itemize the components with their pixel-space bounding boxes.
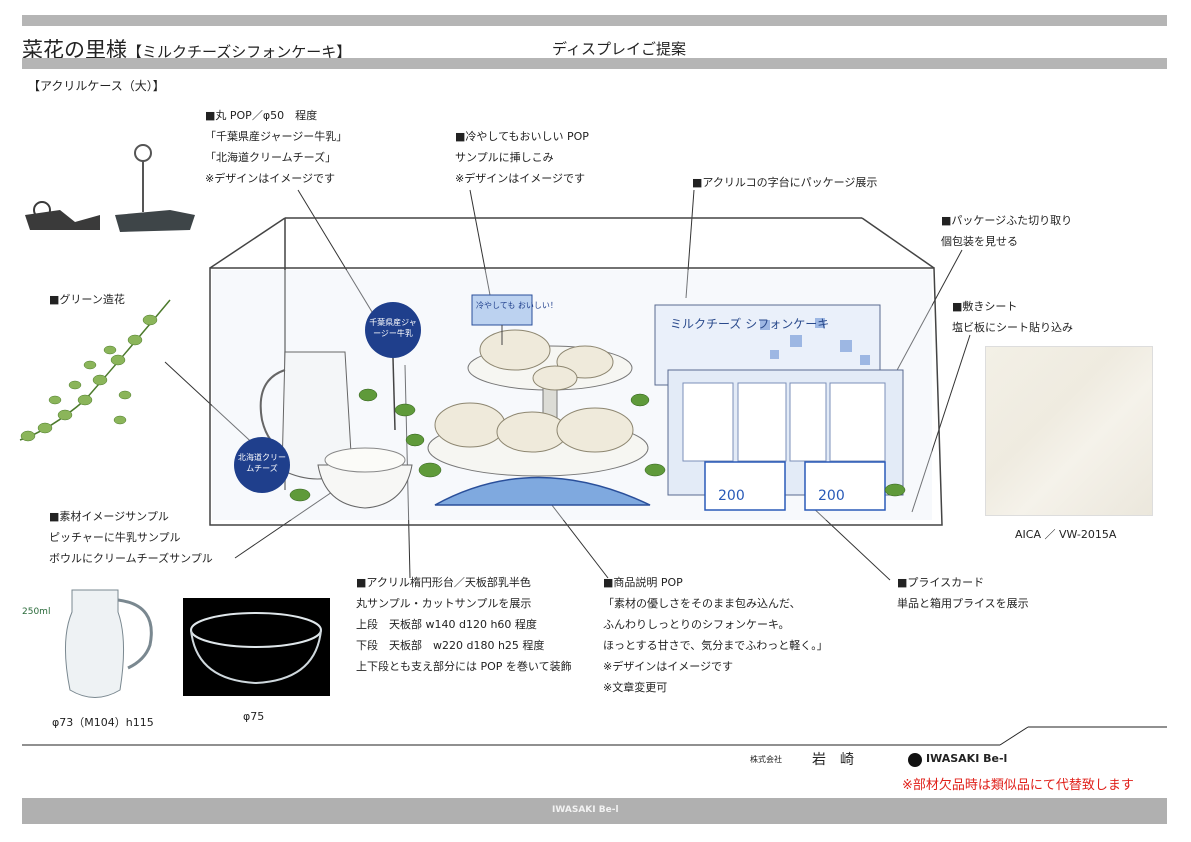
callout-sheet: ■敷きシート 塩ビ板にシート貼り込み	[952, 300, 1073, 334]
callout-package: ■パッケージふた切り取り 個包装を見せる	[941, 214, 1073, 248]
price-card-2-text: 200	[818, 488, 845, 504]
product-name: 【ミルクチーズシフォンケーキ】	[127, 43, 352, 61]
section-title: 【アクリルケース（大）】	[28, 79, 165, 93]
company-name: 岩 崎	[812, 752, 854, 768]
callout-material: ■素材イメージサンプル ピッチャーに牛乳サンプル ボウルにクリームチーズサンプル	[49, 510, 213, 565]
pop-round-top: 千葉県産ジャージー牛乳	[369, 318, 417, 338]
callout-pop50: ■丸 POP／φ50 程度 「千葉県産ジャージー牛乳」 「北海道クリームチーズ」…	[205, 109, 348, 185]
pitcher-volume: 250ml	[22, 607, 51, 617]
box-label-text: ミルクチーズ シフォンケーキ	[670, 316, 829, 331]
sheet-sample	[985, 346, 1153, 516]
bottom-bar: IWASAKI Be-l	[22, 798, 1167, 824]
pop-round-left: 北海道クリームチーズ	[238, 453, 286, 473]
substitution-note: ※部材欠品時は類似品にて代替致します	[902, 778, 1134, 793]
pitcher-size: φ73（M104）h115	[52, 716, 154, 729]
proposal-label: ディスプレイご提案	[552, 40, 686, 58]
callout-price: ■プライスカード 単品と箱用プライスを展示	[897, 576, 1029, 610]
flag-pop-text: 冷やしても おいしい！	[476, 300, 558, 310]
company-prefix: 株式会社	[750, 755, 782, 764]
header-bar	[22, 58, 1167, 69]
callout-green: ■グリーン造花	[49, 293, 125, 306]
callout-acrylic-stand: ■アクリルコの字台にパッケージ展示	[692, 176, 878, 189]
callout-desc-pop: ■商品説明 POP 「素材の優しさをそのまま包み込んだ、 ふんわりしっとりのシフ…	[603, 576, 828, 694]
callout-stand: ■アクリル楕円形台／天板部乳半色 丸サンプル・カットサンプルを展示 上段 天板部…	[356, 576, 572, 673]
price-card-1-text: 200	[718, 488, 745, 504]
bottom-bar-logo: IWASAKI Be-l	[552, 805, 619, 815]
sheet-code: AICA ／ VW-2015A	[1015, 528, 1117, 541]
bowl-size: φ75	[243, 710, 265, 723]
callout-cold-pop: ■冷やしてもおいしい POP サンプルに挿しこみ ※デザインはイメージです	[455, 130, 589, 185]
top-bar	[22, 15, 1167, 26]
brand-logo: IWASAKI Be-l	[926, 752, 1008, 765]
